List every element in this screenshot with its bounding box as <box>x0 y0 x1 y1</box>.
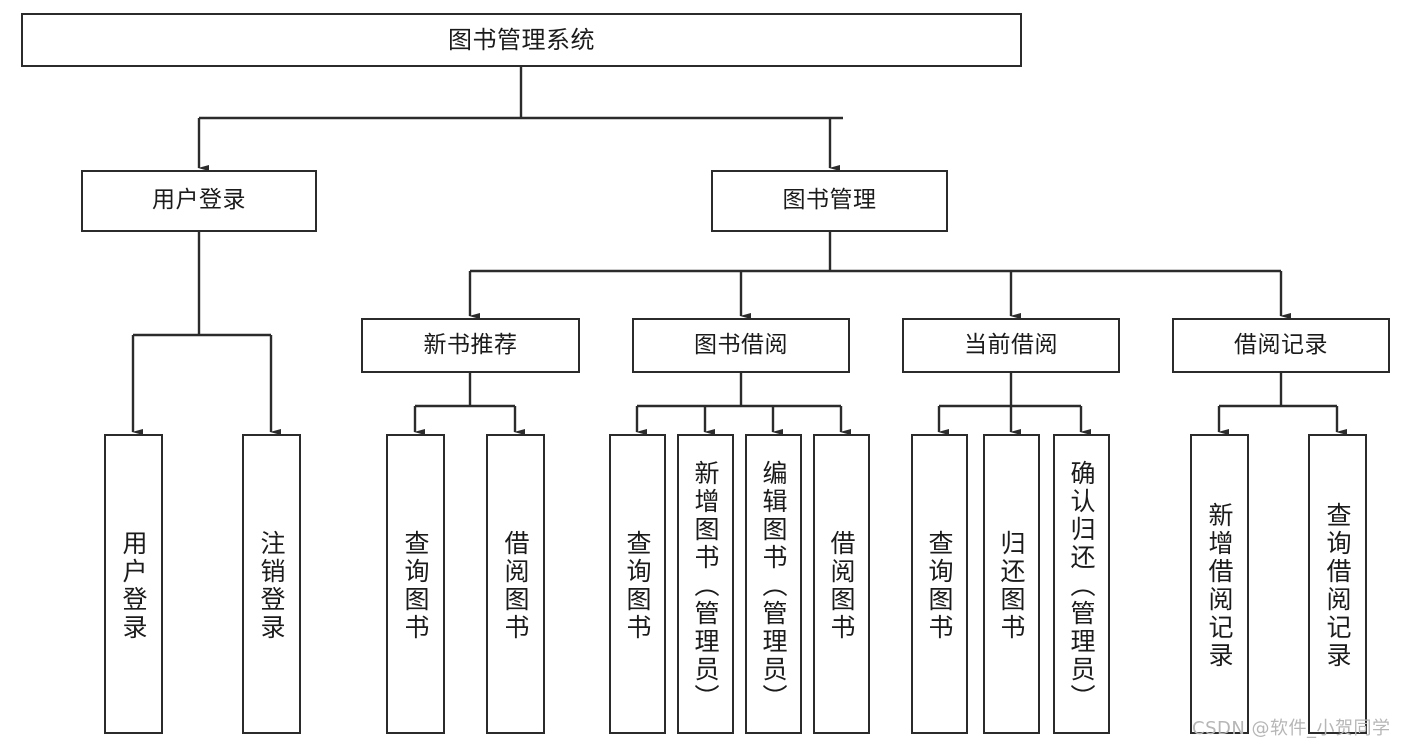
node-leaf-user-login-label: 用户登录 <box>119 530 148 642</box>
node-leaf-query-record[interactable]: 查询借阅记录 <box>1308 434 1367 734</box>
node-leaf-query-book-1[interactable]: 查询图书 <box>386 434 445 734</box>
node-leaf-borrow-book-1[interactable]: 借阅图书 <box>486 434 545 734</box>
node-borrow-record-label: 借阅记录 <box>1234 331 1328 358</box>
node-leaf-edit-book-label: 编辑图书（管理员） <box>759 460 788 712</box>
node-leaf-user-login[interactable]: 用户登录 <box>104 434 163 734</box>
node-book-borrow[interactable]: 图书借阅 <box>632 318 850 373</box>
node-leaf-query-book-2[interactable]: 查询图书 <box>609 434 666 734</box>
node-new-book-recommend-label: 新书推荐 <box>423 331 518 358</box>
node-leaf-confirm-return-label: 确认归还（管理员） <box>1067 460 1096 712</box>
node-root-label: 图书管理系统 <box>448 25 595 54</box>
node-leaf-add-book[interactable]: 新增图书（管理员） <box>677 434 734 734</box>
node-leaf-return-book[interactable]: 归还图书 <box>983 434 1040 734</box>
node-user-login[interactable]: 用户登录 <box>81 170 317 232</box>
node-leaf-borrow-book-2[interactable]: 借阅图书 <box>813 434 870 734</box>
node-leaf-query-book-2-label: 查询图书 <box>623 530 652 642</box>
node-root[interactable]: 图书管理系统 <box>21 13 1022 67</box>
node-leaf-add-book-label: 新增图书（管理员） <box>691 460 720 712</box>
node-leaf-confirm-return[interactable]: 确认归还（管理员） <box>1053 434 1110 734</box>
node-leaf-query-book-1-label: 查询图书 <box>401 530 430 642</box>
node-new-book-recommend[interactable]: 新书推荐 <box>361 318 580 373</box>
node-leaf-query-record-label: 查询借阅记录 <box>1323 502 1352 670</box>
node-leaf-borrow-book-2-label: 借阅图书 <box>827 530 856 642</box>
node-leaf-return-book-label: 归还图书 <box>997 530 1026 642</box>
node-current-borrow[interactable]: 当前借阅 <box>902 318 1120 373</box>
node-leaf-user-logout[interactable]: 注销登录 <box>242 434 301 734</box>
node-leaf-user-logout-label: 注销登录 <box>257 530 286 642</box>
node-book-manage-label: 图书管理 <box>782 187 877 214</box>
node-book-manage[interactable]: 图书管理 <box>711 170 948 232</box>
csdn-watermark: CSDN @软件_小贺同学 <box>1192 718 1391 739</box>
node-leaf-add-record-label: 新增借阅记录 <box>1205 502 1234 670</box>
node-leaf-edit-book[interactable]: 编辑图书（管理员） <box>745 434 802 734</box>
node-leaf-borrow-book-1-label: 借阅图书 <box>501 530 530 642</box>
node-leaf-query-book-3[interactable]: 查询图书 <box>911 434 968 734</box>
node-borrow-record[interactable]: 借阅记录 <box>1172 318 1390 373</box>
node-user-login-label: 用户登录 <box>152 187 246 214</box>
node-current-borrow-label: 当前借阅 <box>964 331 1058 358</box>
node-book-borrow-label: 图书借阅 <box>694 331 788 358</box>
node-leaf-query-book-3-label: 查询图书 <box>925 530 954 642</box>
node-leaf-add-record[interactable]: 新增借阅记录 <box>1190 434 1249 734</box>
